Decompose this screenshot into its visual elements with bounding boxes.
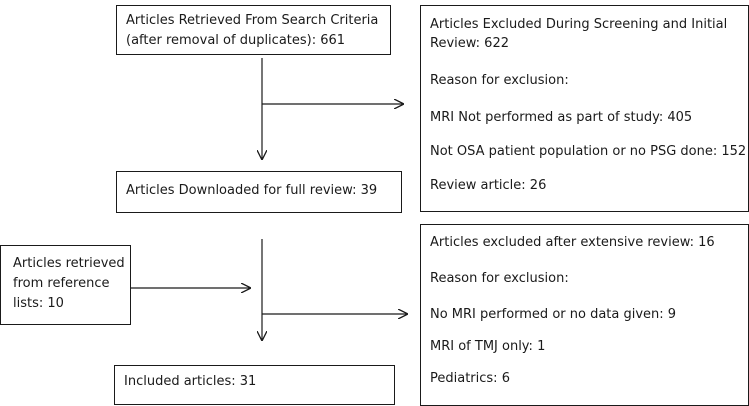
retrieved-line1: Articles Retrieved From Search Criteria [126, 13, 379, 28]
included-box: Included articles: 31 [114, 365, 395, 405]
extensive-reason-item: No MRI performed or no data given: 9 [430, 307, 677, 322]
excluded-extensive-line1: Articles excluded after extensive review… [430, 235, 715, 250]
screening-reason-item: MRI Not performed as part of study: 405 [430, 110, 693, 125]
reference-line2: from reference [13, 276, 110, 291]
excluded-screening-line1: Articles Excluded During Screening and I… [430, 17, 728, 32]
downloaded-text: Articles Downloaded for full review: 39 [126, 183, 378, 198]
retrieved-box: Articles Retrieved From Search Criteria … [116, 5, 391, 55]
screening-reason-heading: Reason for exclusion: [430, 73, 569, 88]
reference-lists-box: Articles retrieved from reference lists:… [0, 245, 131, 325]
extensive-reason-item: MRI of TMJ only: 1 [430, 339, 546, 354]
extensive-reason-heading: Reason for exclusion: [430, 271, 569, 286]
screening-reason-item: Not OSA patient population or no PSG don… [430, 144, 747, 159]
downloaded-box: Articles Downloaded for full review: 39 [116, 171, 402, 213]
extensive-reason-item: Pediatrics: 6 [430, 371, 510, 386]
excluded-extensive-box: Articles excluded after extensive review… [420, 224, 749, 406]
included-text: Included articles: 31 [124, 374, 257, 389]
screening-reason-item: Review article: 26 [430, 178, 547, 193]
retrieved-line2: (after removal of duplicates): 661 [126, 33, 346, 48]
excluded-screening-line2: Review: 622 [430, 36, 509, 51]
reference-line1: Articles retrieved [13, 256, 125, 271]
reference-line3: lists: 10 [13, 296, 64, 311]
